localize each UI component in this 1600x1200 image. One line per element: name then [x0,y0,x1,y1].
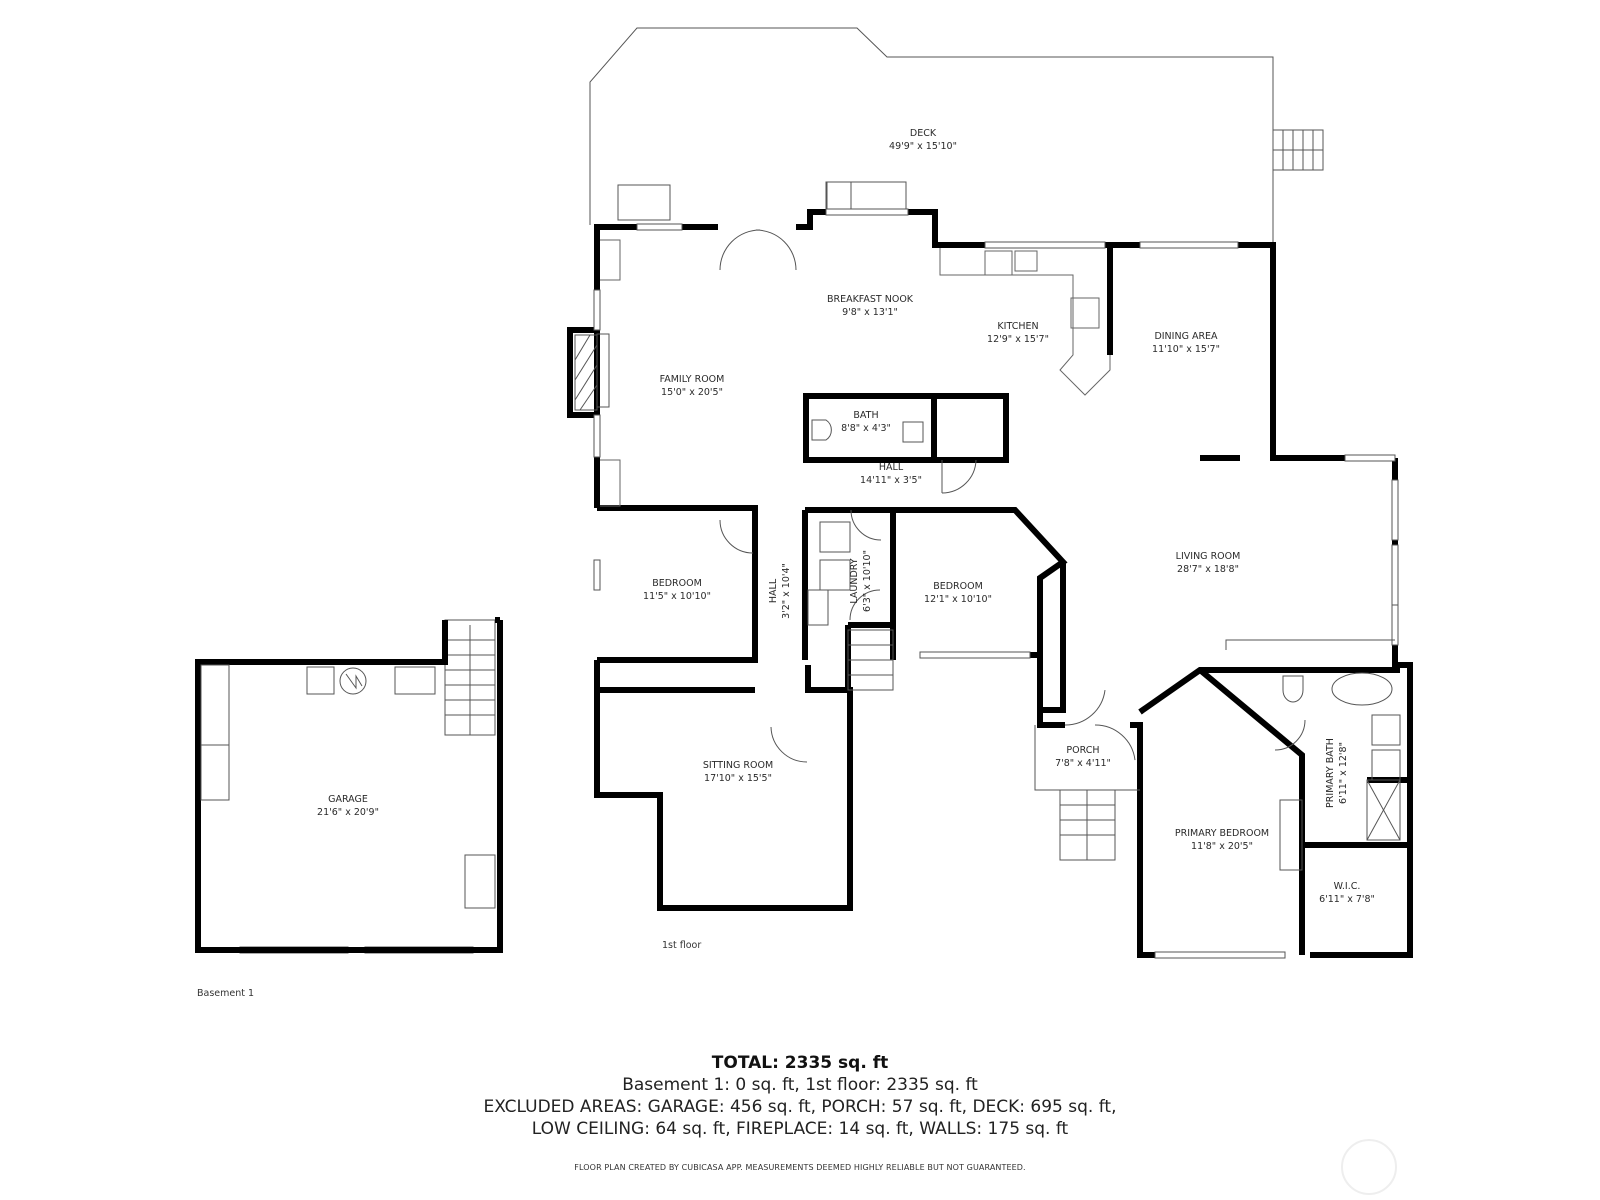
room-label-hall-main: HALL 14'11" x 3'5" [860,461,922,487]
room-dims: 6'11" x 12'8" [1338,742,1349,804]
room-name: BEDROOM [933,581,983,592]
room-dims: 11'5" x 10'10" [643,591,711,602]
floor-label-1st: 1st floor [662,940,702,951]
room-name: FAMILY ROOM [659,374,725,385]
area-summary: TOTAL: 2335 sq. ft Basement 1: 0 sq. ft,… [0,1052,1600,1140]
room-dims: 6'11" x 7'8" [1319,894,1375,905]
room-name: HALL [768,578,779,604]
room-label-laundry: LAUNDRY 6'3" x 10'10" [848,550,874,612]
room-label-breakfast-nook: BREAKFAST NOOK 9'8" x 13'1" [827,293,913,319]
room-label-sitting-room: SITTING ROOM 17'10" x 15'5" [703,759,773,785]
room-dims: 14'11" x 3'5" [860,475,922,486]
room-dims: 3'2" x 10'4" [781,563,792,619]
room-dims: 11'10" x 15'7" [1152,344,1220,355]
room-dims: 11'8" x 20'5" [1191,841,1253,852]
room-dims: 28'7" x 18'8" [1177,564,1239,575]
room-name: W.I.C. [1333,881,1361,892]
room-label-hall-2: HALL 3'2" x 10'4" [767,563,793,619]
room-name: BATH [853,410,879,421]
room-dims: 8'8" x 4'3" [841,423,891,434]
floor-label-basement: Basement 1 [197,988,255,999]
room-name: DECK [909,128,937,139]
room-name: SITTING ROOM [702,760,774,771]
room-label-wic: W.I.C. 6'11" x 7'8" [1319,880,1375,906]
room-dims: 7'8" x 4'11" [1055,758,1111,769]
room-name: PRIMARY BATH [1325,738,1336,808]
room-label-porch: PORCH 7'8" x 4'11" [1055,744,1111,770]
room-dims: 21'6" x 20'9" [317,807,379,818]
room-name: KITCHEN [997,321,1039,332]
deck-stairs [1272,129,1324,171]
room-name: DINING AREA [1154,331,1218,342]
room-dims: 12'1" x 10'10" [924,594,992,605]
watermark-logo-icon [1341,1139,1397,1195]
room-label-primary-bedroom: PRIMARY BEDROOM 11'8" x 20'5" [1175,827,1269,853]
room-label-living-room: LIVING ROOM 28'7" x 18'8" [1176,550,1241,576]
total-area: TOTAL: 2335 sq. ft [711,1053,889,1073]
room-dims: 15'0" x 20'5" [661,387,723,398]
disclaimer: FLOOR PLAN CREATED BY CUBICASA APP. MEAS… [574,1163,1026,1172]
room-dims: 9'8" x 13'1" [842,307,898,318]
room-label-family-room: FAMILY ROOM 15'0" x 20'5" [660,373,725,399]
room-dims: 49'9" x 15'10" [889,141,957,152]
room-label-deck: DECK 49'9" x 15'10" [889,127,957,153]
room-name: LAUNDRY [849,558,860,604]
room-label-bedroom-1: BEDROOM 11'5" x 10'10" [643,577,711,603]
room-name: PRIMARY BEDROOM [1174,828,1270,839]
room-label-dining-area: DINING AREA 11'10" x 15'7" [1152,330,1220,356]
floor-areas: Basement 1: 0 sq. ft, 1st floor: 2335 sq… [622,1075,978,1095]
excluded-areas-2: LOW CEILING: 64 sq. ft, FIREPLACE: 14 sq… [531,1119,1069,1139]
room-name: LIVING ROOM [1175,551,1241,562]
room-label-kitchen: KITCHEN 12'9" x 15'7" [987,320,1049,346]
room-name: GARAGE [328,794,368,805]
room-name: BEDROOM [652,578,702,589]
room-label-bath: BATH 8'8" x 4'3" [841,409,891,435]
room-label-primary-bath: PRIMARY BATH 6'11" x 12'8" [1324,738,1350,808]
room-label-bedroom-2: BEDROOM 12'1" x 10'10" [924,580,992,606]
room-dims: 6'3" x 10'10" [862,550,873,612]
deck-outline [589,27,1274,245]
room-name: HALL [878,462,904,473]
excluded-areas-1: EXCLUDED AREAS: GARAGE: 456 sq. ft, PORC… [483,1097,1117,1117]
room-dims: 12'9" x 15'7" [987,334,1049,345]
room-dims: 17'10" x 15'5" [704,773,772,784]
room-name: BREAKFAST NOOK [826,294,914,305]
room-name: PORCH [1066,745,1100,756]
room-label-garage: GARAGE 21'6" x 20'9" [317,793,379,819]
